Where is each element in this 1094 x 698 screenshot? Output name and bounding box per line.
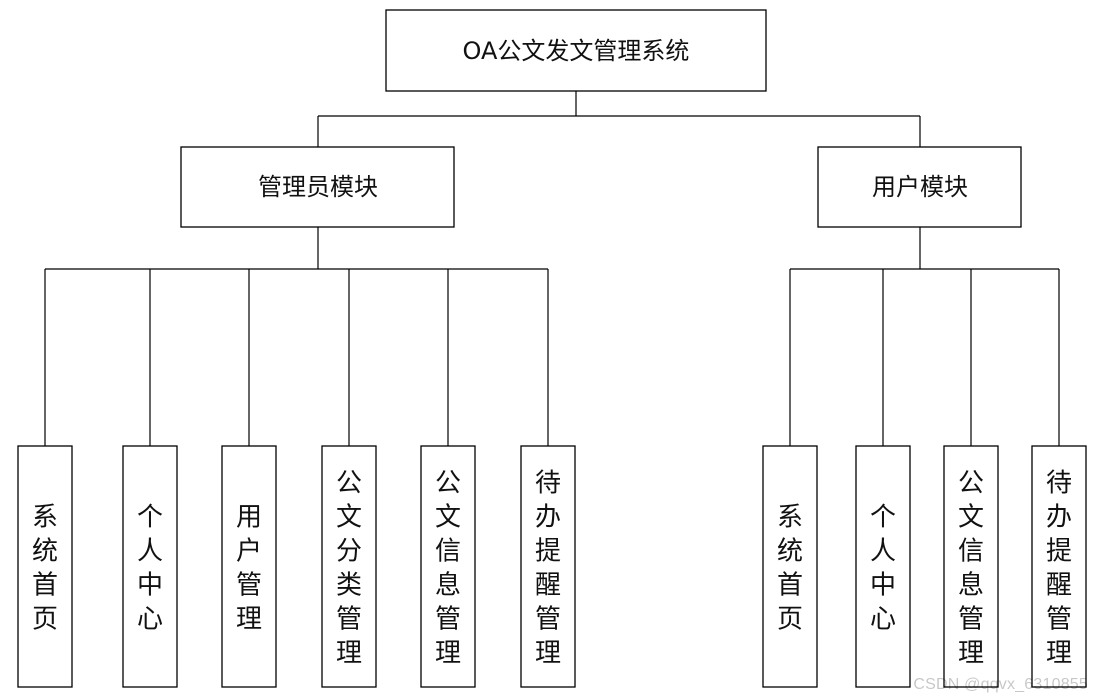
leaf-box	[321, 445, 377, 688]
leaf-label-char: 页	[777, 605, 803, 635]
leaf-label-char: 管	[336, 605, 362, 635]
leaf-label-char: 待	[1046, 469, 1072, 499]
leaf-label-char: 醒	[535, 571, 561, 601]
root-label: OA公文发文管理系统	[463, 37, 690, 65]
leaf-label-char: 系	[32, 503, 58, 533]
leaf-label-char: 统	[32, 537, 58, 567]
leaf-label-char: 息	[435, 571, 461, 601]
leaf-label-char: 个	[870, 503, 896, 533]
leaf-label-char: 文	[336, 503, 362, 533]
leaf-box	[520, 445, 576, 688]
leaf-box	[855, 445, 911, 688]
leaf-node: 公文信息管理	[420, 445, 476, 688]
leaf-node: 公文信息管理	[943, 445, 999, 688]
leaf-label-char: 管	[236, 571, 262, 601]
user-leaf-nodes: 系统首页 个人中心 公文信息管理 待办提醒管理	[762, 445, 1087, 688]
leaf-box	[122, 445, 178, 688]
root-node: OA公文发文管理系统	[385, 9, 767, 92]
connector-lines	[44, 91, 1060, 446]
leaf-label-char: 管	[1046, 605, 1072, 635]
leaf-label-char: 管	[958, 605, 984, 635]
leaf-node: 系统首页	[762, 445, 818, 688]
leaf-label-char: 公	[336, 469, 362, 499]
leaf-label-char: 公	[958, 469, 984, 499]
leaf-label-char: 管	[435, 605, 461, 635]
leaf-label-char: 心	[137, 605, 163, 635]
leaf-node: 用户管理	[221, 445, 277, 688]
leaf-label: 个人中心	[137, 503, 163, 635]
user-module-label: 用户模块	[872, 173, 968, 201]
root-connector	[317, 91, 921, 147]
leaf-label-char: 系	[777, 503, 803, 533]
leaf-box	[420, 445, 476, 688]
user-module-box	[817, 146, 1022, 228]
module-node-user: 用户模块	[817, 146, 1022, 228]
leaf-label: 系统首页	[32, 503, 58, 635]
leaf-label-char: 人	[870, 537, 896, 567]
leaf-label: 系统首页	[777, 503, 803, 635]
leaf-label-char: 人	[137, 537, 163, 567]
leaf-label: 待办提醒管理	[535, 469, 561, 669]
leaf-box	[762, 445, 818, 688]
leaf-label-char: 心	[870, 605, 896, 635]
leaf-label-char: 醒	[1046, 571, 1072, 601]
leaf-label-char: 理	[435, 639, 461, 669]
leaf-box	[221, 445, 277, 688]
leaf-label-char: 用	[236, 503, 262, 533]
leaf-label-char: 管	[535, 605, 561, 635]
admin-module-label: 管理员模块	[258, 173, 378, 201]
root-box	[385, 9, 767, 92]
watermark: CSDN @qqvx_6310855	[913, 676, 1088, 693]
leaf-node: 公文分类管理	[321, 445, 377, 688]
leaf-label: 待办提醒管理	[1046, 469, 1072, 669]
leaf-label-char: 提	[1046, 537, 1072, 567]
leaf-label-char: 办	[535, 503, 561, 533]
leaf-label-char: 理	[958, 639, 984, 669]
leaf-label-char: 办	[1046, 503, 1072, 533]
leaf-label: 用户管理	[236, 503, 262, 635]
leaf-box	[943, 445, 999, 688]
leaf-node: 待办提醒管理	[1031, 445, 1087, 688]
leaf-label-char: 提	[535, 537, 561, 567]
user-module-connector	[789, 227, 1060, 446]
admin-module-box	[180, 146, 455, 228]
leaf-label-char: 文	[958, 503, 984, 533]
leaf-node: 系统首页	[17, 445, 73, 688]
leaf-label: 公文分类管理	[336, 469, 362, 669]
leaf-label-char: 首	[777, 571, 803, 601]
leaf-node: 个人中心	[122, 445, 178, 688]
leaf-node: 个人中心	[855, 445, 911, 688]
leaf-label: 个人中心	[870, 503, 896, 635]
leaf-label-char: 理	[336, 639, 362, 669]
leaf-box	[1031, 445, 1087, 688]
leaf-box	[17, 445, 73, 688]
leaf-label-char: 页	[32, 605, 58, 635]
leaf-label-char: 户	[236, 537, 262, 567]
admin-leaf-nodes: 系统首页 个人中心 用户管理 公文分类管理 公文信息管理 待办提醒管理	[17, 445, 576, 688]
leaf-label: 公文信息管理	[435, 469, 461, 669]
leaf-label-char: 信	[958, 537, 984, 567]
leaf-label-char: 中	[137, 571, 163, 601]
leaf-label: 公文信息管理	[958, 469, 984, 669]
leaf-label-char: 信	[435, 537, 461, 567]
leaf-node: 待办提醒管理	[520, 445, 576, 688]
leaf-label-char: 息	[958, 571, 984, 601]
leaf-label-char: 待	[535, 469, 561, 499]
module-node-admin: 管理员模块	[180, 146, 455, 228]
leaf-label-char: 理	[1046, 639, 1072, 669]
admin-module-connector	[44, 227, 549, 446]
leaf-label-char: 文	[435, 503, 461, 533]
leaf-label-char: 公	[435, 469, 461, 499]
leaf-label-char: 中	[870, 571, 896, 601]
leaf-label-char: 分	[336, 537, 362, 567]
leaf-label-char: 理	[236, 605, 262, 635]
leaf-label-char: 首	[32, 571, 58, 601]
leaf-label-char: 类	[336, 571, 362, 601]
leaf-label-char: 统	[777, 537, 803, 567]
leaf-label-char: 理	[535, 639, 561, 669]
leaf-label-char: 个	[137, 503, 163, 533]
